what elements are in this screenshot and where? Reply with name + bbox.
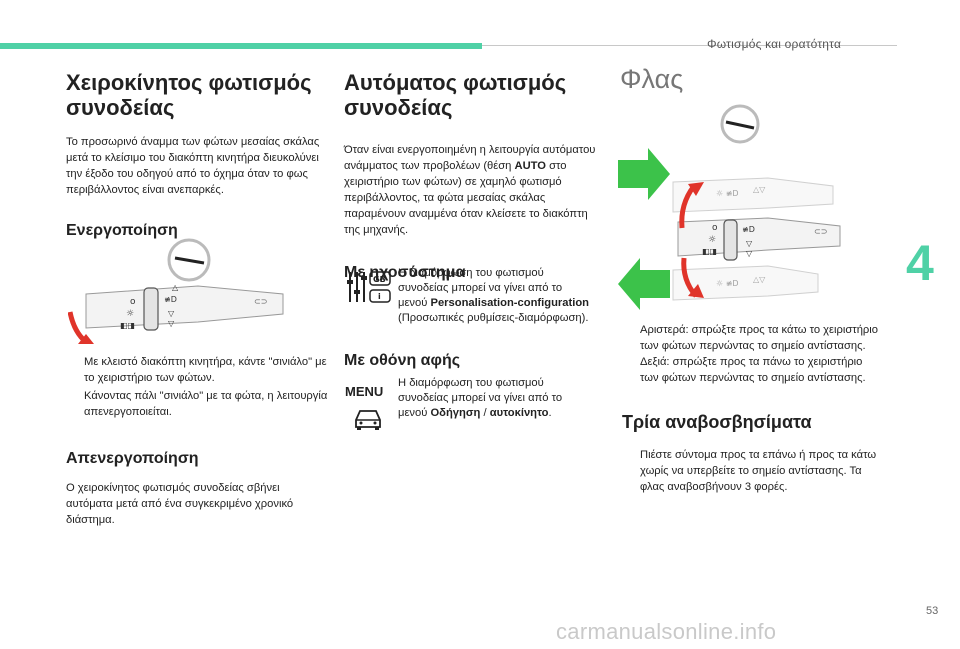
red-arrow-icon — [68, 311, 94, 344]
header-rule — [482, 45, 897, 46]
list-item: Με κλειστό διακόπτη κινητήρα, κάντε "σιν… — [84, 356, 327, 384]
right-column: Αριστερά: σπρώξτε προς τα κάτω το χειρισ… — [622, 322, 884, 495]
steering-wheel-icon — [720, 104, 760, 144]
page-number: 53 — [926, 605, 939, 617]
manual-intro: Το προσωρινό άναμμα των φώτων μεσαίας σκ… — [66, 136, 320, 196]
lighting-stalk-icon: ☼ ≢D △▽ — [672, 177, 834, 213]
vehicle-icon — [355, 410, 381, 430]
svg-text:☼: ☼ — [126, 309, 134, 319]
accent-bar — [0, 43, 482, 49]
auto-intro: Όταν είναι ενεργοποιημένη η λειτουργία α… — [344, 144, 596, 236]
left-column: Χειροκίνητος φωτισμός συνοδείας Το προσω… — [66, 70, 328, 240]
svg-text:◧◨: ◧◨ — [702, 247, 717, 256]
audio-system-icon: GB i — [347, 271, 391, 303]
svg-text:i: i — [378, 292, 381, 301]
green-arrow-icon — [618, 148, 670, 200]
list-item: Πιέστε σύντομα προς τα επάνω ή προς τα κ… — [640, 449, 877, 493]
audio-system-title: Με ηχοσύστημα — [344, 264, 466, 281]
red-arrow-icon — [679, 182, 704, 229]
svg-text:≢D: ≢D — [164, 295, 177, 304]
chapter-number: 4 — [906, 235, 934, 291]
audio-system-text: Η διαμόρφωση του φωτισμού συνοδείας μπορ… — [398, 267, 589, 324]
lighting-stalk-icon: o ☼ ◧◨ ≢D ▽ ▽ △ ⊂⊃ — [85, 283, 284, 331]
svg-text:o: o — [712, 223, 718, 233]
section-title-auto: Αυτόματος φωτισμός συνοδείας — [344, 70, 567, 120]
list-item: Αριστερά: σπρώξτε προς τα κάτω το χειρισ… — [640, 324, 878, 352]
chapter-tab — [900, 200, 960, 340]
svg-text:◧◨: ◧◨ — [120, 321, 135, 330]
deactivation-title: Απενεργοποίηση — [66, 450, 199, 467]
svg-text:☼: ☼ — [708, 235, 716, 245]
svg-text:△▽: △▽ — [753, 185, 766, 194]
svg-text:▽: ▽ — [168, 309, 175, 318]
list-item: Κάνοντας πάλι "σινιάλο" με τα φώτα, η λε… — [84, 390, 328, 418]
activation-title: Ενεργοποίηση — [66, 222, 178, 239]
svg-text:▽: ▽ — [168, 319, 175, 328]
svg-text:▽: ▽ — [746, 249, 753, 258]
svg-text:⊂⊃: ⊂⊃ — [814, 227, 827, 236]
gb-label: GB — [373, 275, 386, 284]
lighting-stalk-icon: o ☼ ◧◨ ≢D ▽ ▽ ⊂⊃ — [677, 217, 841, 261]
menu-label: MENU — [345, 384, 384, 399]
deactivation-text: Ο χειροκίνητος φωτισμός συνοδείας σβήνει… — [66, 482, 294, 526]
running-head: Φωτισμός και ορατότητα — [707, 37, 842, 51]
list-item: Δεξιά: σπρώξτε προς τα πάνω το χειριστήρ… — [640, 356, 866, 384]
watermark: carmanualsonline.info — [556, 619, 777, 644]
lighting-stalk-icon: ☼ ≢D △▽ — [672, 265, 819, 301]
green-arrow-icon — [618, 258, 670, 310]
section-title-manual: Χειροκίνητος φωτισμός συνοδείας — [66, 70, 312, 120]
svg-text:o: o — [130, 297, 136, 307]
left-column-lower: Με κλειστό διακόπτη κινητήρα, κάντε "σιν… — [66, 354, 328, 528]
touch-screen-text: Η διαμόρφωση του φωτισμού συνοδείας μπορ… — [398, 377, 563, 419]
indicator-stalk-illustration: ☼ ≢D △▽ o ☼ ◧◨ ≢D ▽ ▽ ⊂⊃ ☼ ≢D △▽ — [618, 104, 841, 310]
svg-text:☼ ≢D: ☼ ≢D — [716, 189, 739, 198]
section-title-indicators: Φλας — [620, 64, 684, 94]
middle-column: Αυτόματος φωτισμός συνοδείας Όταν είναι … — [344, 70, 606, 282]
svg-text:▽: ▽ — [746, 239, 753, 248]
svg-text:≢D: ≢D — [742, 225, 755, 234]
red-arrow-icon — [681, 257, 704, 298]
svg-text:△: △ — [172, 283, 179, 292]
three-flashes-title: Τρία αναβοσβησίματα — [622, 412, 812, 432]
svg-text:☼ ≢D: ☼ ≢D — [716, 279, 739, 288]
svg-text:△▽: △▽ — [753, 275, 766, 284]
steering-wheel-icon — [167, 238, 211, 282]
svg-text:⊂⊃: ⊂⊃ — [254, 297, 267, 306]
lighting-stalk-illustration: o ☼ ◧◨ ≢D ▽ ▽ △ ⊂⊃ — [68, 238, 284, 344]
touch-screen-title: Με οθόνη αφής — [344, 352, 461, 369]
